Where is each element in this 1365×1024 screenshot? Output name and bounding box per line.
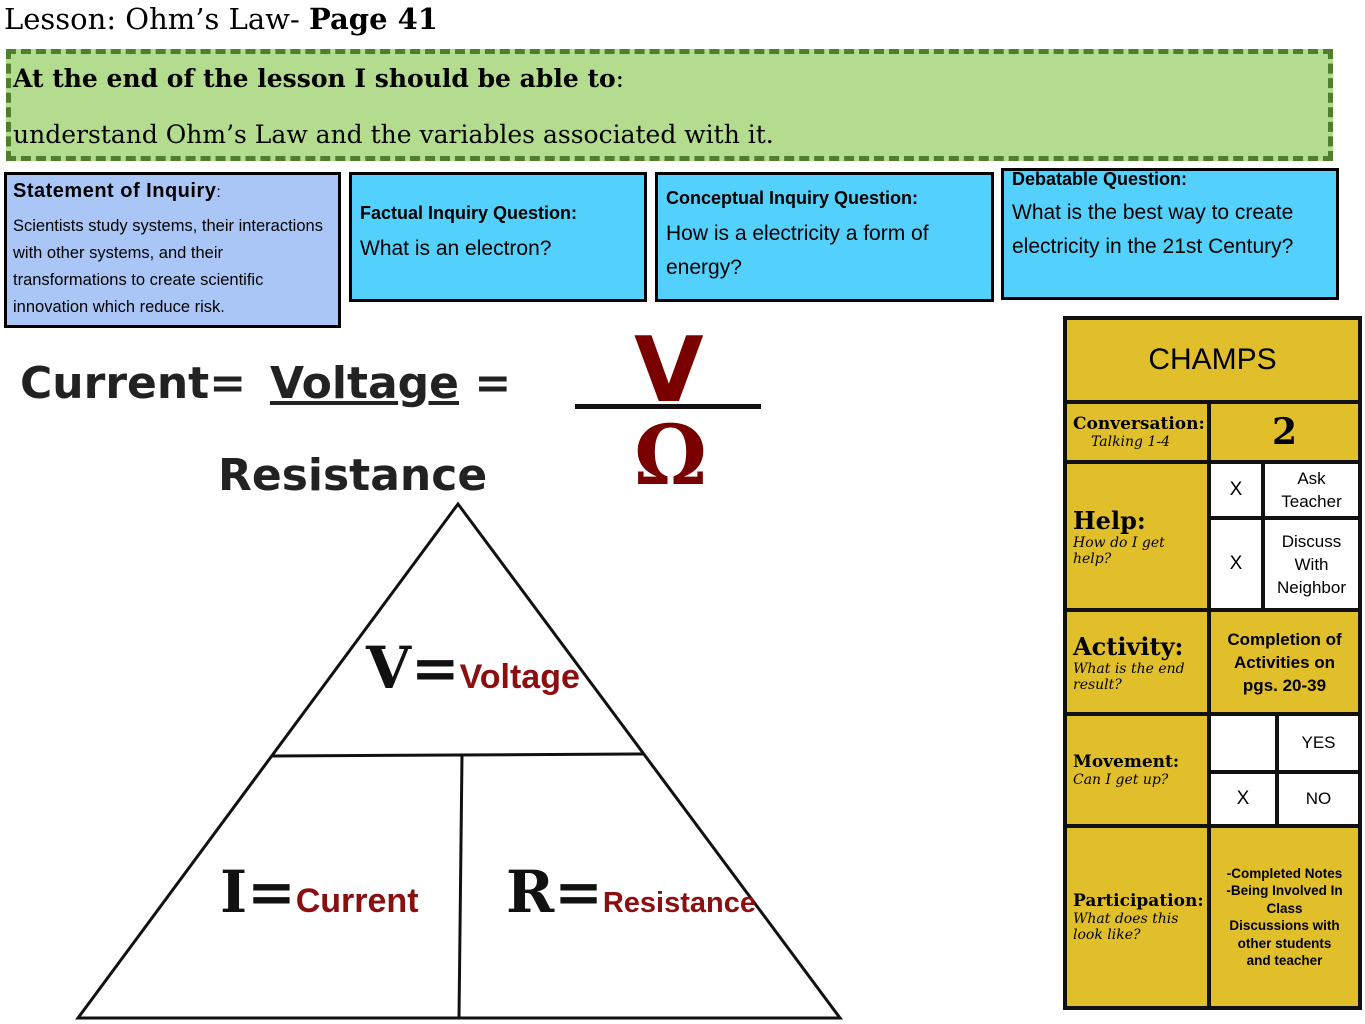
help-sub: How do I get help? <box>1073 534 1165 567</box>
conversation-sub: Talking 1-4 <box>1091 434 1171 450</box>
statement-of-inquiry-text: Scientists study systems, their interact… <box>13 217 323 316</box>
triangle-r-symbol: R= <box>506 858 603 926</box>
formula-current-label: Current= <box>20 358 247 409</box>
debatable-question-text: What is the best way to create electrici… <box>1012 201 1294 258</box>
participation-sub: What does this look like? <box>1073 911 1179 943</box>
objective-lead-colon: : <box>615 64 625 93</box>
champs-conversation-value: 2 <box>1211 404 1358 460</box>
champs-participation-label: Participation: What does this look like? <box>1067 828 1207 1006</box>
learning-objective-box: At the end of the lesson I should be abl… <box>6 49 1333 161</box>
debatable-question-box: Debatable Question: What is the best way… <box>1001 168 1339 300</box>
champs-activity-label: Activity: What is the end result? <box>1067 612 1207 712</box>
objective-text: understand Ohm’s Law and the variables a… <box>13 120 774 149</box>
conceptual-question-text: How is a electricity a form of energy? <box>666 222 929 279</box>
triangle-i-symbol: I= <box>220 858 296 926</box>
champs-movement-label: Movement: Can I get up? <box>1067 716 1207 824</box>
debatable-question-heading: Debatable Question: <box>1012 169 1188 189</box>
participation-heading: Participation: <box>1073 891 1204 911</box>
help-option-1-mark: X <box>1211 464 1261 516</box>
formula-equals: = <box>474 358 512 409</box>
ohms-law-triangle <box>75 501 843 1020</box>
triangle-voltage-label: V=Voltage <box>366 634 580 702</box>
formula-voltage-line: Voltage = <box>270 358 511 409</box>
formula-resistance-word: Resistance <box>218 450 488 501</box>
factual-question-text: What is an electron? <box>360 237 552 260</box>
champs-title: CHAMPS <box>1067 320 1358 400</box>
conceptual-question-heading: Conceptual Inquiry Question: <box>666 188 919 208</box>
formula-denominator-omega: Ω <box>634 408 707 504</box>
triangle-v-word: Voltage <box>459 658 580 696</box>
objective-lead: At the end of the lesson I should be abl… <box>13 64 624 93</box>
statement-of-inquiry-heading: Statement of Inquiry: <box>13 180 332 203</box>
triangle-vertical-divider <box>457 754 464 1019</box>
conceptual-question-box: Conceptual Inquiry Question: How is a el… <box>655 172 994 302</box>
lesson-page-number: Page 41 <box>308 2 438 36</box>
conversation-heading: Conversation: <box>1073 414 1205 434</box>
statement-heading-colon: : <box>216 184 222 201</box>
champs-help-label: Help: How do I get help? <box>1067 464 1207 608</box>
lesson-title: Lesson: Ohm’s Law- Page 41 <box>4 2 438 36</box>
help-heading: Help: <box>1073 505 1146 535</box>
activity-sub: What is the end result? <box>1073 660 1185 693</box>
champs-activity-value: Completion of Activities on pgs. 20-39 <box>1211 612 1358 712</box>
triangle-horizontal-divider <box>271 752 645 758</box>
champs-conversation-label: Conversation: Talking 1-4 <box>1067 404 1207 460</box>
activity-heading: Activity: <box>1073 631 1184 661</box>
champs-participation-value: -Completed Notes -Being Involved In Clas… <box>1211 828 1358 1006</box>
factual-question-box: Factual Inquiry Question: What is an ele… <box>349 172 647 302</box>
help-option-2-mark: X <box>1211 520 1261 608</box>
movement-heading: Movement: <box>1073 752 1180 772</box>
movement-option-2-mark: X <box>1211 774 1275 824</box>
formula-voltage-word: Voltage <box>270 358 460 409</box>
triangle-current-label: I=Current <box>220 858 419 926</box>
champs-table: CHAMPS Conversation: Talking 1-4 2 Help:… <box>1063 316 1362 1010</box>
movement-option-2-text: NO <box>1279 774 1358 824</box>
help-option-1-text: Ask Teacher <box>1265 464 1358 516</box>
help-option-2-text: Discuss With Neighbor <box>1265 520 1358 608</box>
objective-lead-bold: At the end of the lesson I should be abl… <box>13 64 616 93</box>
movement-option-1-mark <box>1211 716 1275 770</box>
triangle-i-word: Current <box>295 882 419 920</box>
movement-option-1-text: YES <box>1279 716 1358 770</box>
triangle-r-word: Resistance <box>602 887 756 919</box>
triangle-v-symbol: V= <box>366 634 460 702</box>
lesson-title-prefix: Lesson: Ohm’s Law- <box>4 2 309 36</box>
statement-of-inquiry-box: Statement of Inquiry: Scientists study s… <box>4 172 341 328</box>
factual-question-heading: Factual Inquiry Question: <box>360 203 578 223</box>
statement-heading-text: Statement of Inquiry <box>13 180 217 202</box>
fraction-bar <box>575 404 761 409</box>
triangle-resistance-label: R=Resistance <box>506 858 756 926</box>
movement-sub: Can I get up? <box>1073 772 1169 788</box>
